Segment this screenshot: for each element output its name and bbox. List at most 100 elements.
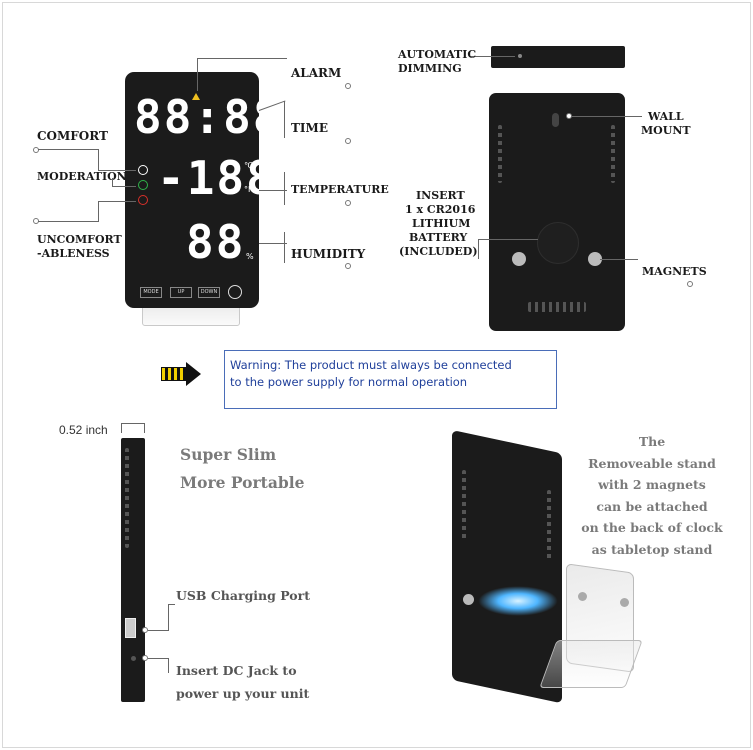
angled-magnet xyxy=(463,594,474,605)
dc-leader xyxy=(148,658,168,659)
moderation-leader xyxy=(112,186,136,187)
comfort-leader-h2 xyxy=(98,170,136,171)
warning-line-2: to the power supply for normal operation xyxy=(230,375,468,389)
alarm-leader-h xyxy=(197,58,287,59)
moderation-label: MODERATION xyxy=(37,170,127,183)
mode-button[interactable]: MODE xyxy=(140,287,162,298)
stand-line-0: The xyxy=(638,434,666,449)
temp-leader xyxy=(259,190,287,191)
uncomfort-leader-v xyxy=(98,201,99,222)
humidity-display: 88 xyxy=(186,215,246,269)
thickness-label: 0.52 inch xyxy=(59,423,108,437)
back-device-body xyxy=(489,93,625,331)
dc-leader-v xyxy=(168,658,169,673)
light-sensor xyxy=(518,54,522,58)
humidity-label: HUMIDITY xyxy=(291,247,366,261)
usb-leader xyxy=(148,630,168,631)
thickness-bracket xyxy=(121,423,145,433)
auto-dimming-label-2: DIMMING xyxy=(398,62,462,75)
right-vent xyxy=(611,125,615,183)
neutral-face-icon xyxy=(138,165,148,175)
left-magnet xyxy=(512,252,526,266)
slim-label-2: More Portable xyxy=(180,473,305,492)
magnets-label: MAGNETS xyxy=(642,265,707,278)
humidity-leader-v xyxy=(284,232,285,263)
warning-box: Warning: The product must always be conn… xyxy=(224,350,557,409)
angled-device-body xyxy=(452,430,562,704)
temperature-dot xyxy=(345,200,351,206)
comfort-leader-v xyxy=(98,149,99,171)
warning-line-1: Warning: The product must always be conn… xyxy=(230,358,512,372)
side-vent xyxy=(125,448,129,548)
slim-label-1: Super Slim xyxy=(180,445,277,464)
humidity-leader xyxy=(259,243,287,244)
temperature-display: -188 xyxy=(157,151,276,205)
battery-label-3: BATTERY xyxy=(409,231,468,244)
wall-mount-label-2: MOUNT xyxy=(641,124,691,137)
magnets-dot xyxy=(687,281,693,287)
comfort-dot xyxy=(33,147,39,153)
wall-mount-label-1: WALL xyxy=(648,110,684,123)
dimming-leader xyxy=(470,56,515,57)
uncomfort-label-2: -ABLENESS xyxy=(37,247,110,260)
time-dot xyxy=(345,138,351,144)
battery-label-2: LITHIUM xyxy=(412,217,471,230)
right-magnet xyxy=(588,252,602,266)
frown-face-icon xyxy=(138,195,148,205)
battery-label-0: INSERT xyxy=(416,189,465,202)
angled-right-vent xyxy=(547,490,551,560)
alarm-icon xyxy=(192,93,200,100)
dc-label-2: power up your unit xyxy=(176,686,310,701)
alarm-leader xyxy=(197,58,198,91)
down-button[interactable]: DOWN xyxy=(198,287,220,298)
humidity-dot xyxy=(345,263,351,269)
stand-line-4: on the back of clock xyxy=(581,520,723,535)
alarm-dot xyxy=(345,83,351,89)
temperature-label: TEMPERATURE xyxy=(291,183,389,196)
left-vent xyxy=(498,125,502,183)
angled-left-vent xyxy=(462,470,466,540)
humidity-unit: % xyxy=(246,252,254,261)
stand-line-2: with 2 magnets xyxy=(598,477,706,492)
temp-unit-f: °F xyxy=(244,185,253,194)
stand-magnet-1 xyxy=(578,592,587,601)
comfort-leader xyxy=(38,149,98,150)
touch-button-icon[interactable] xyxy=(228,285,242,299)
dc-jack xyxy=(131,656,136,661)
bottom-vent xyxy=(528,302,586,312)
wall-mount-leader xyxy=(572,116,642,117)
stand-description: The Removeable stand with 2 magnets can … xyxy=(567,431,737,560)
dc-dot xyxy=(142,655,148,661)
moderation-leader-v xyxy=(112,178,113,187)
usb-label: USB Charging Port xyxy=(176,588,310,603)
alarm-label: ALARM xyxy=(291,66,342,80)
usb-leader-v xyxy=(168,604,169,631)
stand-magnet-2 xyxy=(620,598,629,607)
wall-mount-hole xyxy=(552,113,559,127)
dc-label-1: Insert DC Jack to xyxy=(176,663,297,678)
usb-dot xyxy=(142,627,148,633)
battery-label-4: (INCLUDED) xyxy=(399,245,478,258)
comfort-label: COMFORT xyxy=(37,129,108,143)
uncomfort-leader xyxy=(38,221,98,222)
arrow-icon xyxy=(161,362,201,386)
uncomfort-label-1: UNCOMFORT xyxy=(37,233,122,246)
time-display: 88:88 xyxy=(134,90,283,144)
acrylic-stand-base xyxy=(539,640,643,688)
wall-mount-dot xyxy=(566,113,572,119)
up-button[interactable]: UP xyxy=(170,287,192,298)
battery-label-1: 1 x CR2016 xyxy=(405,203,476,216)
temp-unit-c: ℃ xyxy=(244,161,253,170)
magnet-spark xyxy=(478,586,558,616)
top-edge-view xyxy=(491,46,625,68)
stand-line-5: as tabletop stand xyxy=(591,541,713,557)
front-device-body xyxy=(125,72,259,308)
usb-leader-h2 xyxy=(168,604,175,605)
time-leader-v xyxy=(284,101,285,138)
stand-line-3: can be attached xyxy=(596,498,708,514)
magnets-leader xyxy=(600,259,638,260)
usb-port xyxy=(125,618,136,638)
time-label: TIME xyxy=(291,121,328,135)
auto-dimming-label-1: AUTOMATIC xyxy=(398,48,477,61)
